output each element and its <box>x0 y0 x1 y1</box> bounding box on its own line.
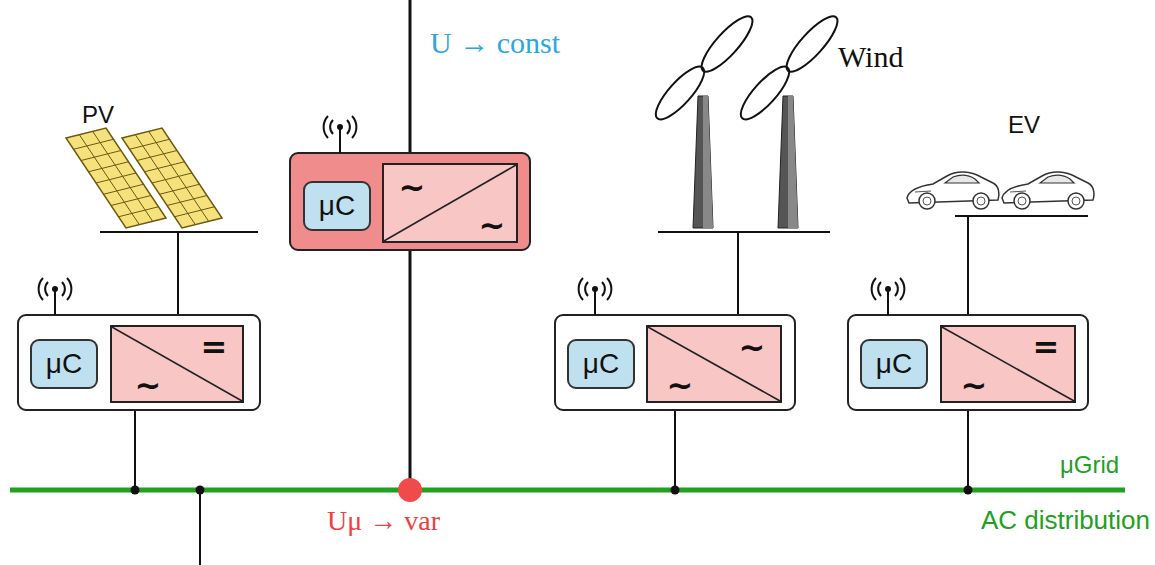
junction-dots <box>196 486 205 495</box>
voltage-note: U → const <box>430 26 560 59</box>
panel-grid-line <box>81 151 121 161</box>
panel-grid-line <box>79 135 139 225</box>
panel-grid-line <box>135 135 195 225</box>
source-wires <box>658 231 830 233</box>
converter-box: =~ <box>940 325 1076 403</box>
panel-grid-line <box>96 173 136 183</box>
panel-grid-line <box>93 131 153 221</box>
converter-housing <box>555 315 795 410</box>
wind-turbines <box>788 96 798 228</box>
panel-grid-line <box>119 207 159 217</box>
pv-panels <box>122 128 222 228</box>
microcontroller-box: μC <box>860 339 928 389</box>
bus-drop-wires <box>199 490 201 565</box>
junction-dots <box>964 486 973 495</box>
converter-symbol: ~ <box>135 369 162 401</box>
ac-bus <box>10 488 1125 493</box>
panel-grid-line <box>89 162 129 172</box>
antenna-symbol <box>872 278 905 315</box>
converter-box: ~~ <box>646 325 782 403</box>
source-wires <box>100 216 1088 315</box>
source-label: EV <box>1008 112 1040 138</box>
car-icon <box>1002 172 1094 209</box>
panel-grid-line <box>111 196 151 206</box>
junction-dots <box>671 486 680 495</box>
panel-grid-line <box>160 184 200 194</box>
wind-turbines <box>693 96 713 228</box>
grid-label: μGrid <box>1060 452 1119 478</box>
panel-grid-line <box>145 162 185 172</box>
panel-grid-line <box>175 207 215 217</box>
source-wires <box>177 232 179 315</box>
converter-symbol: = <box>1033 331 1060 363</box>
converter-housing <box>848 315 1088 410</box>
antenna-symbol <box>579 278 612 315</box>
converter-box: ~~ <box>382 163 518 243</box>
bus-drop-wires <box>135 410 968 565</box>
wind-turbines <box>703 96 713 228</box>
panel-grid-line <box>104 184 144 194</box>
bus-drop-wires <box>967 410 969 490</box>
converter-diagonal <box>384 165 516 241</box>
converter-symbol: ~ <box>739 331 766 363</box>
controller-label: μC <box>319 190 355 222</box>
source-label: PV <box>82 102 114 128</box>
panel-grid-line <box>130 139 170 149</box>
pv-panels <box>66 128 222 228</box>
converter-symbol: = <box>201 331 228 363</box>
antenna-symbol <box>39 278 72 315</box>
panel-grid-line <box>167 196 207 206</box>
wind-turbines <box>778 96 798 228</box>
junction-dots <box>131 486 140 495</box>
converter-housing <box>18 315 260 410</box>
microcontroller-box: μC <box>567 339 635 389</box>
converter-symbol: ~ <box>667 369 694 401</box>
converter-housing <box>290 153 530 250</box>
converter-diagonal <box>942 327 1074 401</box>
antenna-symbol <box>324 116 357 153</box>
microcontroller-box: μC <box>30 339 98 389</box>
microcontroller-box: μC <box>303 181 371 231</box>
voltage-note: Uμ → var <box>327 506 440 537</box>
converter-diagonal <box>648 327 780 401</box>
wind-turbines <box>649 10 844 228</box>
bus-drop-wires <box>134 410 136 490</box>
panel-grid-line <box>152 173 192 183</box>
converter-symbol: ~ <box>479 209 506 241</box>
pcc-point <box>398 478 422 502</box>
car-icon <box>907 172 999 209</box>
wind-turbines <box>695 10 760 78</box>
controller-label: μC <box>583 348 619 380</box>
converter-box: =~ <box>110 325 244 403</box>
source-wires <box>737 232 739 315</box>
converter-symbol: ~ <box>399 171 426 203</box>
controller-label: μC <box>46 348 82 380</box>
bus-drop-wires <box>674 410 676 490</box>
panel-grid-line <box>74 139 114 149</box>
converter-diagonal <box>112 327 242 401</box>
panel-grid-line <box>137 151 177 161</box>
controller-label: μC <box>876 348 912 380</box>
source-wires <box>955 215 1088 217</box>
source-wires <box>967 216 969 315</box>
panel-grid-line <box>149 131 209 221</box>
source-label: Wind <box>838 40 903 73</box>
wind-turbines <box>780 10 845 78</box>
converter-symbol: ~ <box>961 369 988 401</box>
grid-label: AC distribution <box>981 506 1150 535</box>
junction-dots <box>131 486 973 495</box>
